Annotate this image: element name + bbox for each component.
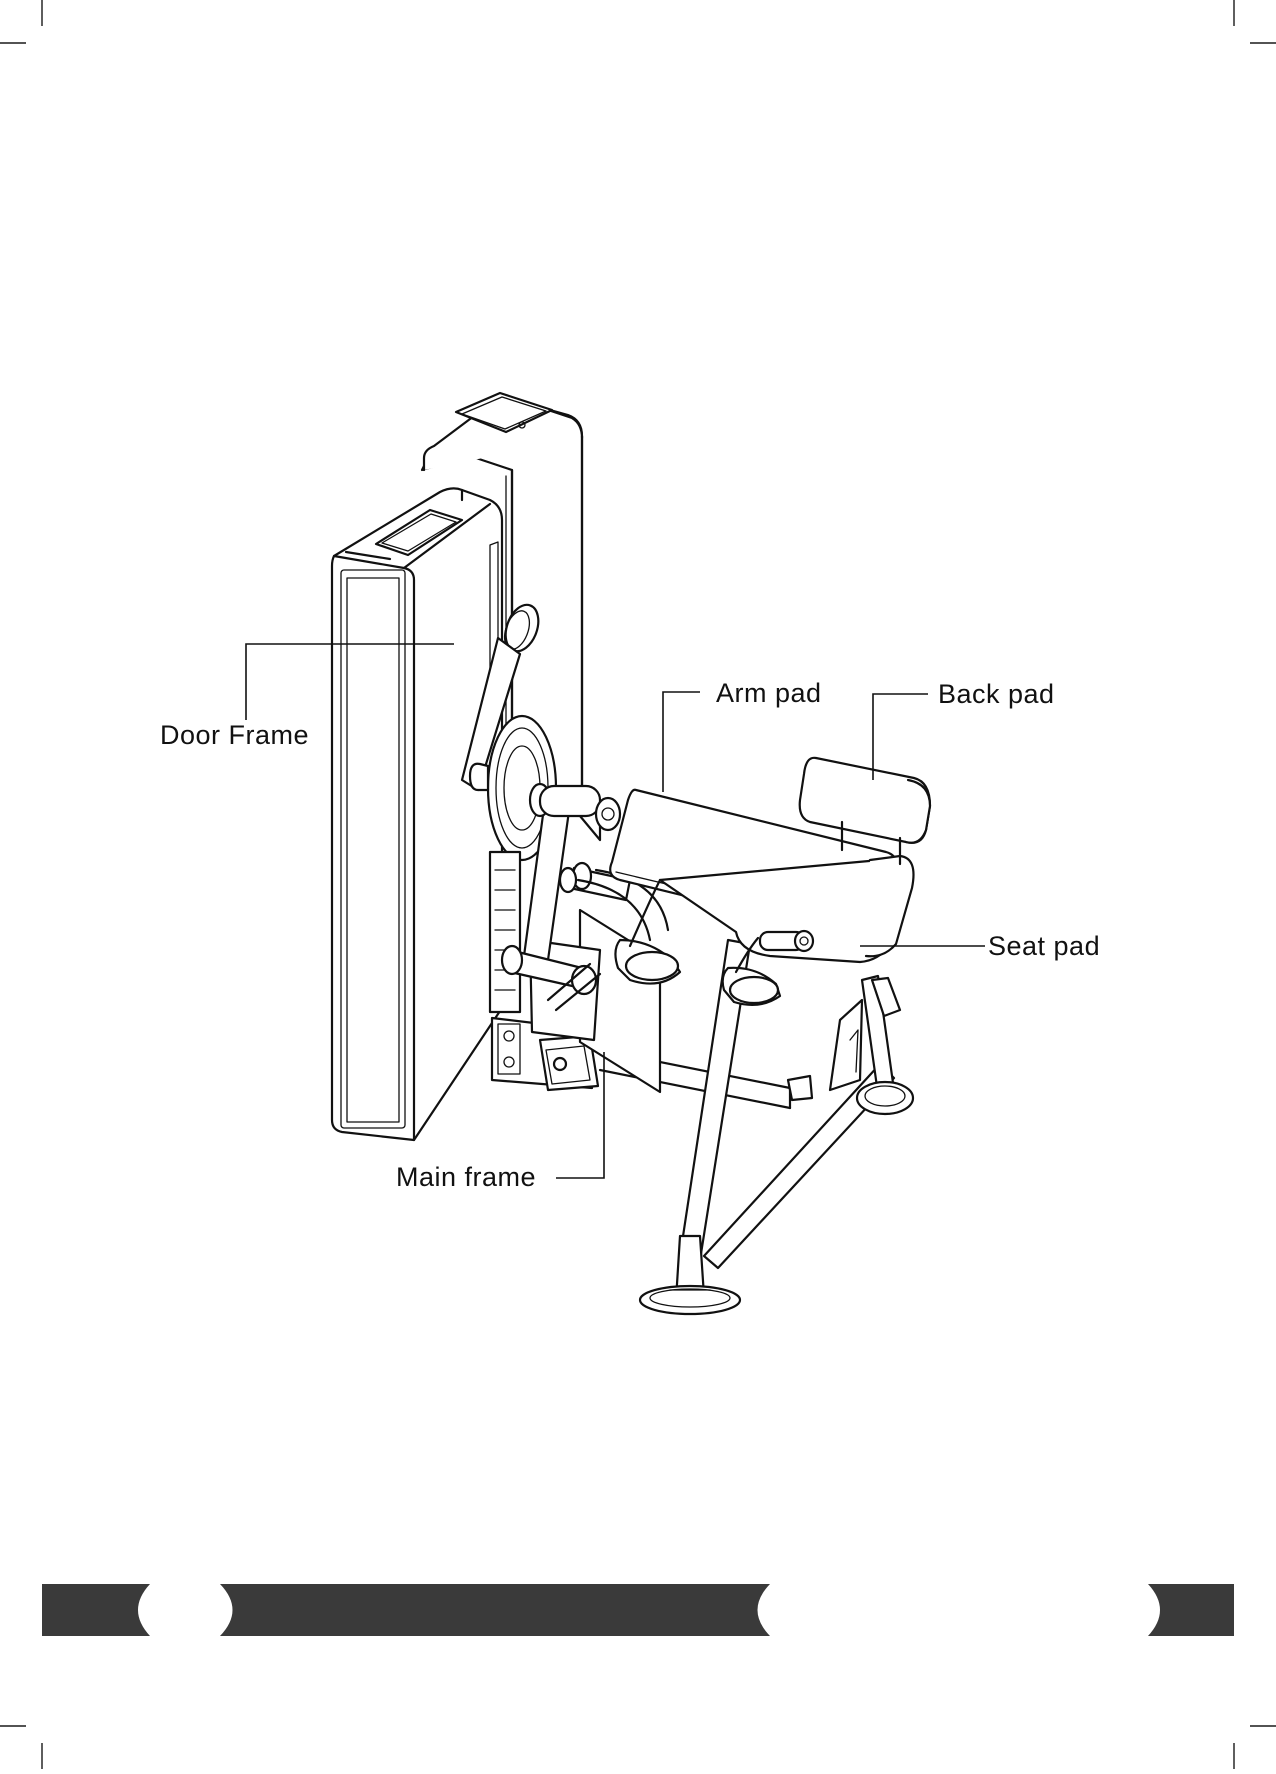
footer-band — [42, 1584, 1234, 1636]
main-frame-label: Main frame — [396, 1162, 536, 1192]
door-frame — [332, 488, 502, 1140]
arm-pad-label: Arm pad — [716, 678, 822, 708]
door-frame-label: Door Frame — [160, 720, 309, 750]
seat-pad-label: Seat pad — [988, 931, 1100, 961]
back-pad-label: Back pad — [938, 679, 1055, 709]
rear-leg — [788, 976, 913, 1114]
